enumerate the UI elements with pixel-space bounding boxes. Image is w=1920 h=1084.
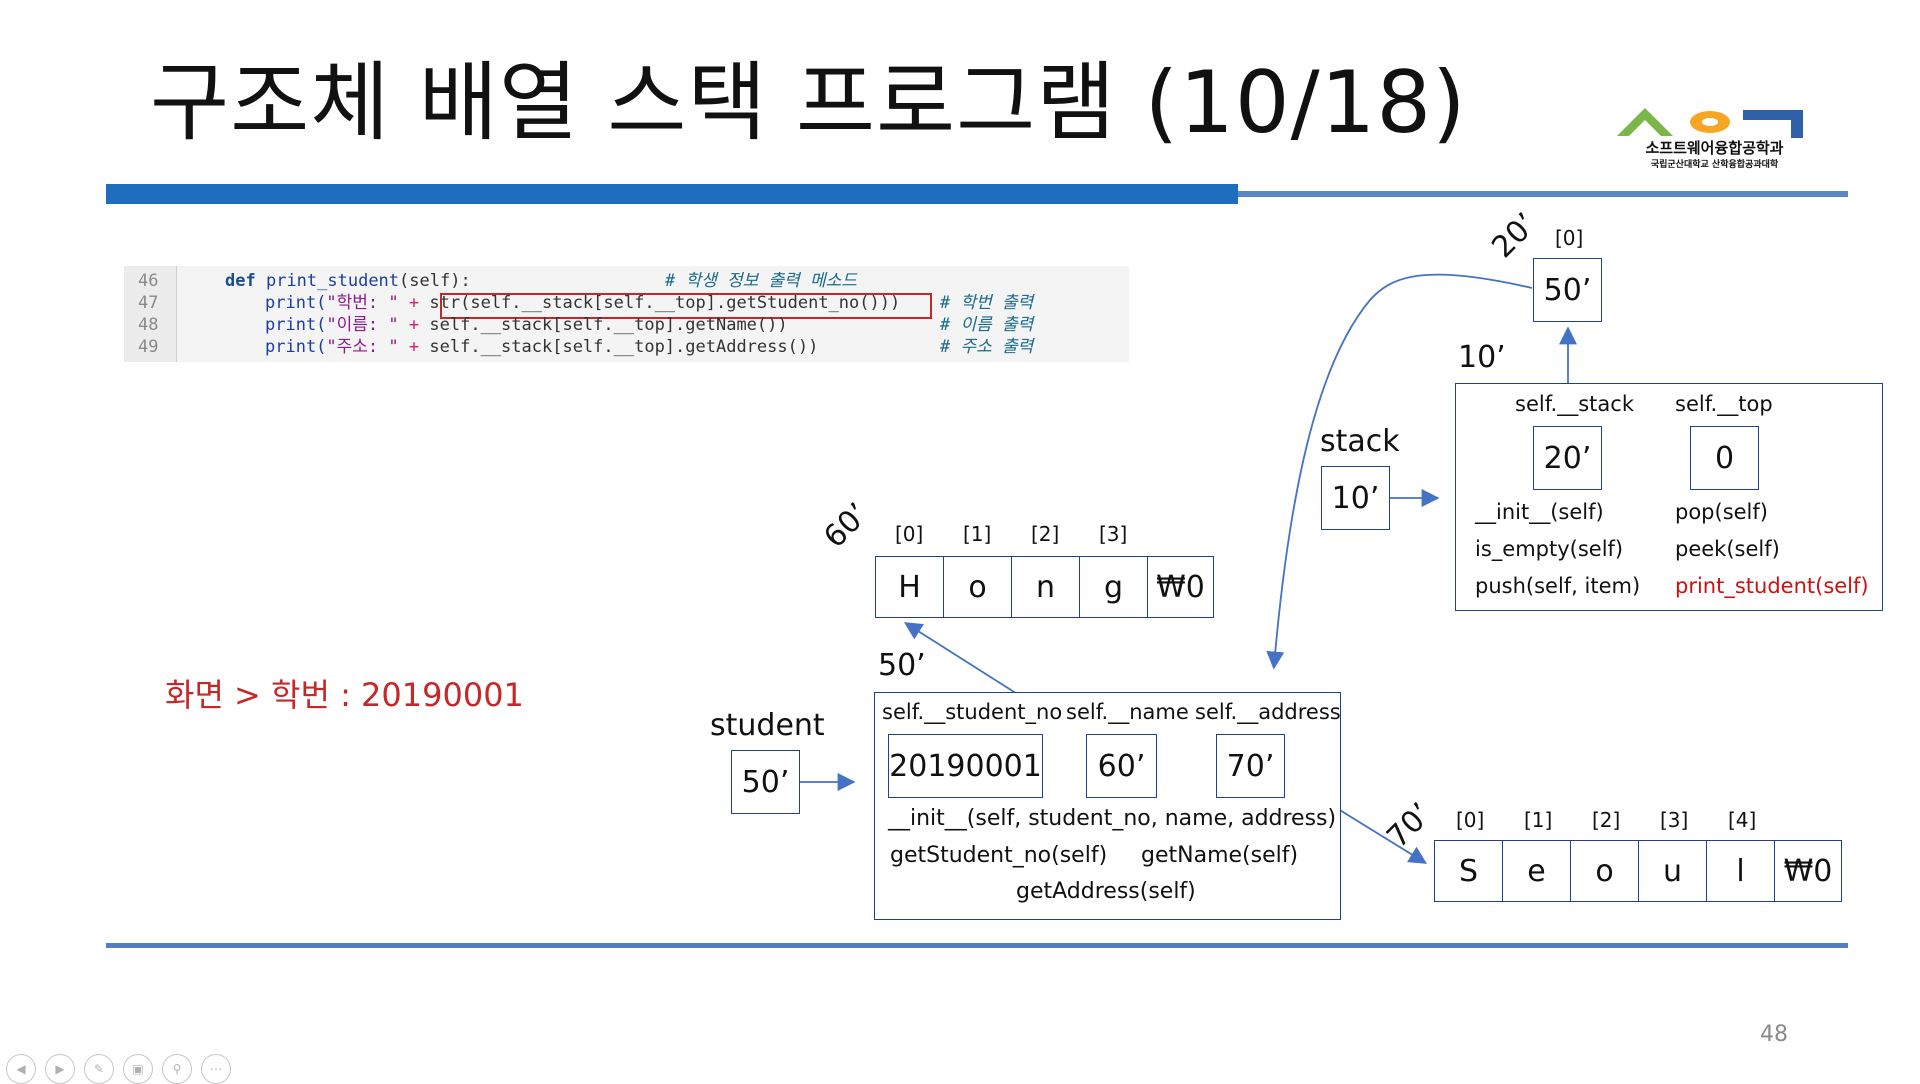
address-array-index: [1] — [1524, 808, 1553, 832]
address-array-index: [2] — [1592, 808, 1621, 832]
method-label: getStudent_no(self) — [890, 843, 1108, 868]
code-string: "주소: " — [326, 337, 399, 357]
student-no-value: 20190001 — [888, 734, 1043, 798]
array-cell: S — [1435, 841, 1503, 901]
code-operator: + — [408, 337, 420, 357]
top-array-cell: 50’ — [1533, 258, 1602, 322]
stack-object-box — [1455, 383, 1883, 611]
slide-title: 구조체 배열 스택 프로그램 (10/18) — [150, 53, 1467, 153]
code-string: "학번: " — [326, 293, 399, 313]
code-highlight-box — [440, 293, 932, 319]
student-object-box — [874, 692, 1341, 920]
page-number: 48 — [1760, 1022, 1788, 1047]
name-array-index: [0] — [895, 522, 924, 546]
method-label: getAddress(self) — [1016, 879, 1196, 904]
method-label: pop(self) — [1675, 500, 1768, 524]
code-line-49: print("주소: " + self.__stack[self.__top].… — [265, 336, 818, 358]
arrow-array-to-student — [1266, 273, 1533, 670]
address-array-index: [3] — [1660, 808, 1689, 832]
address-array-index: [4] — [1728, 808, 1757, 832]
field-name-label: self.__name — [1066, 700, 1189, 724]
code-gutter — [124, 266, 177, 362]
array-cell: o — [944, 557, 1012, 617]
student-object-address: 50’ — [878, 648, 926, 683]
student-variable-cell: 50’ — [731, 750, 800, 814]
array-cell: ₩0 — [1783, 853, 1833, 889]
method-label: getName(self) — [1141, 843, 1299, 868]
method-label: __init__(self, student_no, name, address… — [888, 806, 1337, 831]
code-comment: # 이름 출력 — [940, 315, 1034, 335]
array-cell: n — [1012, 557, 1080, 617]
logo-subtext: 국립군산대학교 산학융합공과대학 — [1650, 160, 1779, 170]
student-variable-label: student — [710, 708, 825, 743]
stack-object-address: 10’ — [1458, 340, 1506, 375]
code-line-47: print("학번: " + str(self.__stack[self.__t… — [265, 292, 900, 314]
code-keyword: def — [225, 271, 256, 291]
code-print: print( — [265, 337, 327, 357]
array-cell: u — [1639, 841, 1707, 901]
method-label-highlight: print_student(self) — [1675, 574, 1869, 598]
array-cell: ₩0 — [1156, 569, 1205, 605]
method-label: is_empty(self) — [1475, 537, 1624, 561]
method-label: __init__(self) — [1475, 500, 1604, 524]
logo-text: 소프트웨어융합공학과 — [1645, 139, 1784, 157]
field-address-label: self.__address — [1195, 700, 1341, 724]
code-line-46: def print_student(self): — [225, 270, 471, 292]
code-print: print( — [265, 293, 327, 313]
code-operator: + — [408, 315, 420, 335]
code-panel — [124, 266, 1129, 362]
code-operator: + — [408, 293, 420, 313]
stack-variable-cell: 10’ — [1321, 466, 1390, 530]
address-ref-value: 70’ — [1216, 734, 1285, 798]
line-number: 48 — [138, 315, 159, 335]
array-cell: o — [1571, 841, 1639, 901]
top-array-index: [0] — [1555, 226, 1584, 250]
name-ref-value: 60’ — [1086, 734, 1157, 798]
array-cell: e — [1503, 841, 1571, 901]
array-cell: g — [1080, 557, 1148, 617]
department-logo — [1617, 108, 1803, 138]
array-cell: l — [1707, 841, 1775, 901]
line-number: 46 — [138, 271, 159, 291]
code-comment: # 학생 정보 출력 메소드 — [665, 271, 857, 291]
code-comment: # 학번 출력 — [940, 293, 1034, 313]
code-text: self.__stack[self.__top].getName()) — [429, 315, 788, 335]
array-cell: H — [876, 557, 944, 617]
method-label: peek(self) — [1675, 537, 1780, 561]
stack-field-value: 20’ — [1533, 426, 1602, 490]
code-function-name: print_student — [265, 271, 400, 291]
name-array-index: [2] — [1031, 522, 1060, 546]
address-array-index: [0] — [1456, 808, 1485, 832]
slideshow-toolbar: ◀ ▶ ✎ ▣ ⚲ ⋯ — [6, 1054, 231, 1084]
output-result-text: 화면 > 학번 : 20190001 — [165, 676, 524, 714]
field-top-label: self.__top — [1675, 392, 1773, 416]
field-student-no-label: self.__student_no — [882, 700, 1063, 724]
code-print: print( — [265, 315, 327, 335]
name-array-index: [3] — [1099, 522, 1128, 546]
field-stack-label: self.__stack — [1515, 392, 1634, 416]
line-number: 47 — [138, 293, 159, 313]
title-underline-light — [1238, 191, 1848, 197]
code-comment: # 주소 출력 — [940, 337, 1034, 357]
title-underline-dark — [106, 184, 1238, 204]
top-field-value: 0 — [1690, 426, 1759, 490]
name-array: H o n g ₩0 — [875, 556, 1214, 618]
name-array-index: [1] — [963, 522, 992, 546]
line-number: 49 — [138, 337, 159, 357]
code-text: (self): — [399, 271, 471, 291]
code-line-48: print("이름: " + self.__stack[self.__top].… — [265, 314, 788, 336]
address-array: S e o u l ₩0 — [1434, 840, 1842, 902]
code-string: "이름: " — [326, 315, 399, 335]
method-label: push(self, item) — [1475, 574, 1641, 598]
footer-divider — [106, 943, 1848, 948]
stack-variable-label: stack — [1320, 424, 1400, 459]
code-text: str(self.__stack[self.__top].getStudent_… — [429, 293, 901, 313]
code-text: self.__stack[self.__top].getAddress()) — [429, 337, 819, 357]
